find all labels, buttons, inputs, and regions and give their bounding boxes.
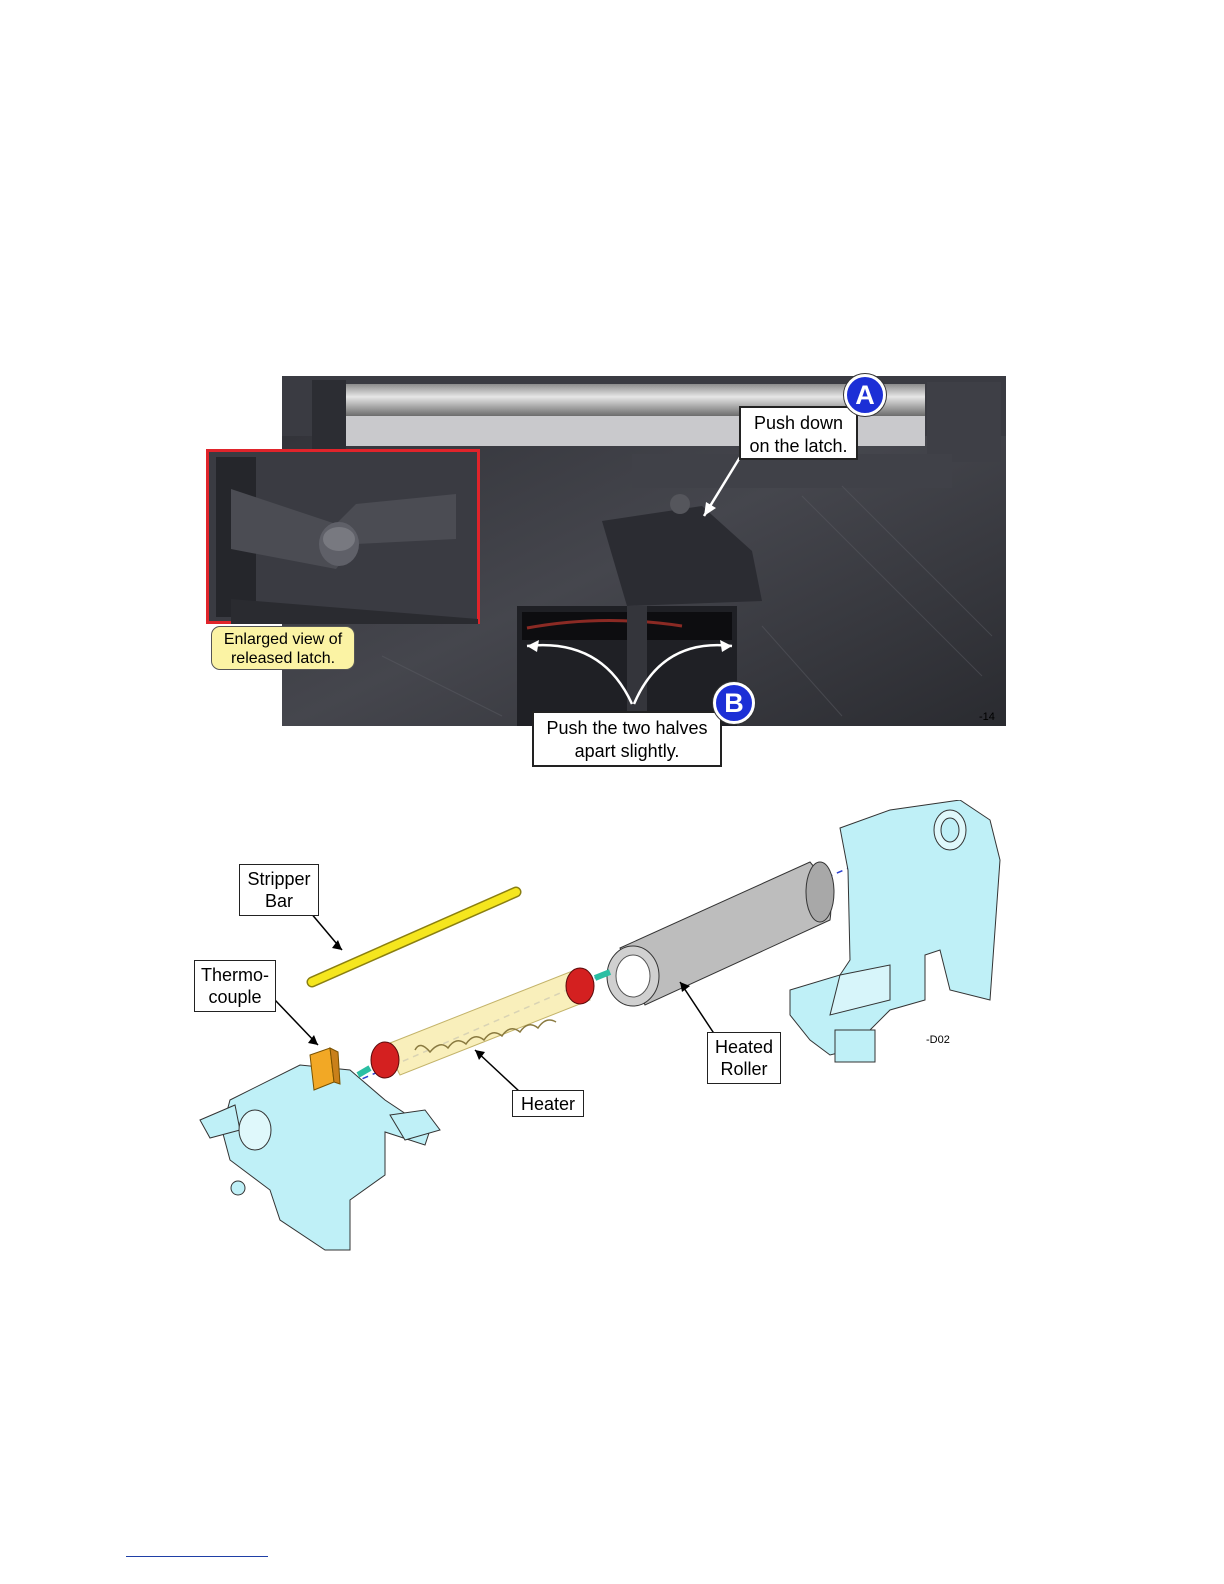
- inset-caption-line-1: Enlarged view of: [212, 630, 354, 649]
- step-a-badge: A: [844, 374, 886, 416]
- callout-a-line-1: Push down: [741, 412, 856, 435]
- label-heater-line-1: Heater: [513, 1093, 583, 1115]
- photo-figure-code: -14: [979, 711, 995, 723]
- inset-caption-line-2: released latch.: [212, 649, 354, 668]
- right-housing: [790, 800, 1000, 1062]
- heater-part: [358, 968, 610, 1078]
- callout-b-line-2: apart slightly.: [534, 740, 720, 763]
- step-b-badge: B: [713, 682, 755, 724]
- label-stripper-bar: Stripper Bar: [239, 864, 319, 916]
- label-heated-roller-line-2: Roller: [708, 1058, 780, 1080]
- left-housing: [200, 1065, 440, 1250]
- label-thermocouple-line-1: Thermo-: [195, 964, 275, 986]
- latch-photo-figure: Enlarged view of released latch. Push do…: [206, 376, 1006, 771]
- callout-a-line-2: on the latch.: [741, 435, 856, 458]
- fuser-exploded-figure: Stripper Bar Thermo- couple Heater Heate…: [190, 800, 1030, 1270]
- label-thermocouple: Thermo- couple: [194, 960, 276, 1012]
- label-stripper-bar-line-1: Stripper: [240, 868, 318, 890]
- footnote-divider: [126, 1556, 268, 1557]
- label-heated-roller: Heated Roller: [707, 1032, 781, 1084]
- label-heated-roller-line-1: Heated: [708, 1036, 780, 1058]
- label-heater: Heater: [512, 1090, 584, 1117]
- heated-roller-part: [607, 862, 834, 1006]
- label-stripper-bar-line-2: Bar: [240, 890, 318, 912]
- callout-b-line-1: Push the two halves: [534, 717, 720, 740]
- callout-push-down-latch: Push down on the latch.: [739, 406, 858, 460]
- exploded-figure-code: -D02: [926, 1034, 950, 1046]
- callout-push-halves-apart: Push the two halves apart slightly.: [532, 711, 722, 767]
- enlarged-latch-inset: [206, 449, 480, 624]
- stripper-bar-part: [312, 892, 516, 982]
- inset-caption: Enlarged view of released latch.: [211, 626, 355, 670]
- label-thermocouple-line-2: couple: [195, 986, 275, 1008]
